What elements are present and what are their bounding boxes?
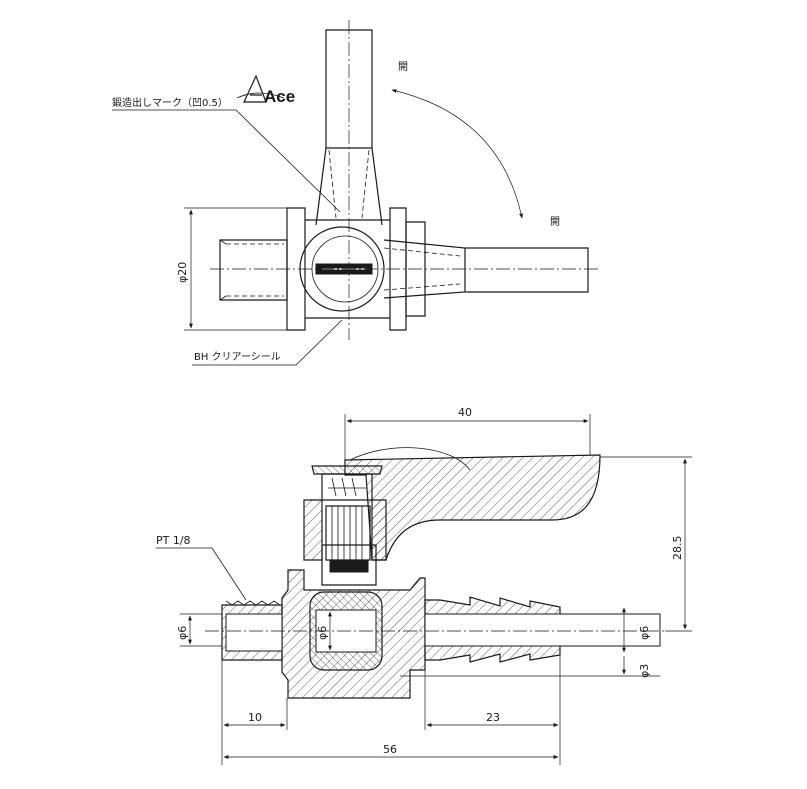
gland-nut-left xyxy=(303,499,323,561)
lever-horizontal xyxy=(465,247,589,293)
dim-overall-length: 56 xyxy=(383,743,397,756)
left-thread-nipple xyxy=(219,239,288,301)
dim-height: 28.5 xyxy=(671,536,684,561)
thread-chamfer xyxy=(219,239,227,301)
right-body-stub xyxy=(405,221,426,317)
lever-horizontal-hidden xyxy=(383,247,461,291)
dim-hose-inner: φ3 xyxy=(638,664,651,678)
stem-splines xyxy=(325,505,371,561)
label-open-top: 開 xyxy=(398,61,408,73)
left-thread-hidden xyxy=(226,243,284,297)
section-view: 40 28.5 φ6 φ6 φ6 φ3 10 23 56 PT 1/8 xyxy=(156,406,692,765)
logo-a-glyph xyxy=(243,74,267,103)
dim-40-extension-lines xyxy=(344,414,591,470)
brand-logo: Ace xyxy=(236,74,295,106)
callout-forging-mark: 鍛造出しマーク（凹0.5） xyxy=(112,96,228,109)
dim-thread-length: 10 xyxy=(248,711,262,724)
lever-vertical-neck xyxy=(315,147,383,226)
body-edges xyxy=(305,219,390,319)
dim-ball-bore: φ6 xyxy=(316,626,329,640)
logo-text: Ace xyxy=(264,87,295,106)
callout-thread-leader xyxy=(156,547,247,601)
lever-horizontal-neck xyxy=(383,239,466,299)
stem-seal-area xyxy=(321,544,377,586)
handle-cap-inner xyxy=(321,473,373,501)
callout-forging-leader xyxy=(112,109,341,213)
rotation-arrow xyxy=(391,89,523,219)
dim-bore-left: φ6 xyxy=(176,626,189,640)
callout-seal-leader xyxy=(192,319,343,366)
dim-hose-outer: φ6 xyxy=(638,626,651,640)
top-view: 開 開 φ20 鍛造出しマーク（凹0.5） BH クリアーシール xyxy=(112,20,600,366)
nozzle-bore xyxy=(424,613,661,647)
dim-lever-length: 40 xyxy=(458,406,472,419)
label-open-right: 開 xyxy=(550,216,560,228)
logo-swoosh xyxy=(236,92,285,99)
dim-28-5-extension-lines xyxy=(600,456,692,632)
gland-nut-right xyxy=(371,499,387,561)
thread-teeth-top xyxy=(225,600,281,606)
callout-seal: BH クリアーシール xyxy=(194,351,281,363)
handle-cap xyxy=(311,465,383,475)
o-ring xyxy=(329,559,369,573)
lever-upper-curve xyxy=(349,447,471,471)
dim-body-diameter: φ20 xyxy=(176,262,189,283)
callout-thread: PT 1/8 xyxy=(156,534,191,547)
dim-body-extension-lines xyxy=(184,207,287,331)
dim-nozzle-length: 23 xyxy=(486,711,500,724)
